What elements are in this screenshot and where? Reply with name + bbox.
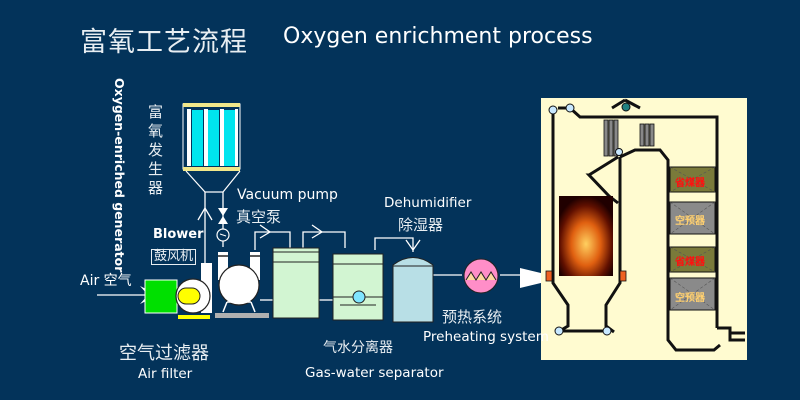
valve-icon bbox=[218, 208, 228, 224]
air-filter-label-english: Air filter bbox=[138, 366, 193, 382]
vacuum-pump-label-chinese: 真空泵 bbox=[236, 208, 282, 226]
blower-label-english: Blower bbox=[153, 227, 204, 242]
buffer-tank bbox=[272, 247, 320, 319]
air-inlet-label: Air 空气 bbox=[80, 273, 132, 289]
burner-left bbox=[545, 270, 553, 282]
title-english: Oxygen enrichment process bbox=[283, 24, 593, 49]
air-filter-box bbox=[144, 279, 178, 314]
dehumidifier-label-english: Dehumidifier bbox=[384, 195, 472, 211]
dehumidifier-label-chinese: 除湿器 bbox=[398, 216, 444, 234]
oxygen-generator-unit bbox=[182, 103, 241, 193]
preheating-label-english: Preheating system bbox=[423, 329, 549, 345]
pipes bbox=[97, 192, 520, 301]
vacuum-pump-unit bbox=[215, 252, 269, 318]
air-preheater-label: 空预器 bbox=[675, 293, 705, 304]
gas-water-separator-tank bbox=[332, 253, 384, 321]
furnace-flame-image bbox=[559, 196, 613, 276]
burner-right bbox=[619, 270, 627, 282]
blower-label-chinese: 鼓风机 bbox=[151, 249, 197, 265]
economizer-label: 省煤器 bbox=[675, 178, 705, 189]
separator-label-english: Gas-water separator bbox=[305, 365, 444, 381]
title-chinese: 富氧工艺流程 bbox=[80, 27, 248, 58]
oxygen-generator-label-english: Oxygen-enriched generator bbox=[112, 78, 127, 273]
membrane-module bbox=[224, 110, 235, 166]
blower-unit bbox=[175, 263, 212, 319]
vacuum-pump-label-english: Vacuum pump bbox=[237, 187, 338, 203]
membrane-module bbox=[208, 110, 219, 166]
economizer-label: 省煤器 bbox=[675, 257, 705, 268]
air-filter-label-chinese: 空气过滤器 bbox=[119, 343, 209, 364]
preheating-label-chinese: 预热系统 bbox=[442, 308, 503, 326]
flow-arrow-icon bbox=[520, 268, 545, 288]
oxygen-generator-label-chinese: 富氧发生器 bbox=[146, 104, 164, 199]
preheater-unit bbox=[463, 258, 499, 294]
boiler-diagram bbox=[541, 98, 747, 360]
membrane-module bbox=[192, 110, 203, 166]
pressure-gauge-icon bbox=[216, 228, 230, 242]
air-preheater-label: 空预器 bbox=[675, 216, 705, 227]
dehumidifier-tank bbox=[392, 257, 434, 323]
separator-label-chinese: 气水分离器 bbox=[323, 340, 393, 356]
